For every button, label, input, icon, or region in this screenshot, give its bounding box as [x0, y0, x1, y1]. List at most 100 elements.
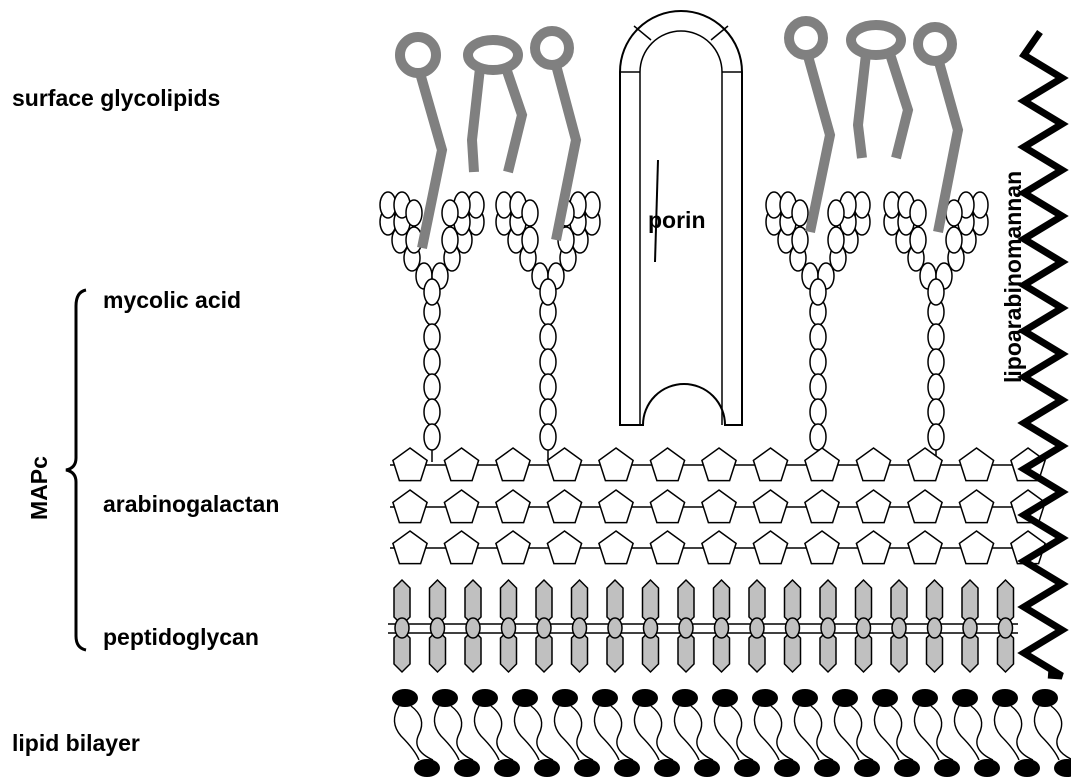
- lipid-head-inner: [854, 759, 880, 777]
- lipid-tail: [434, 706, 459, 760]
- lipid-bilayer-layer: [392, 689, 1071, 777]
- label-mapc: MAPc: [26, 456, 52, 520]
- arabinose-pentagon: [393, 531, 427, 564]
- lipid-head-inner: [774, 759, 800, 777]
- lipid-head-inner: [814, 759, 840, 777]
- peptidoglycan-node: [537, 618, 551, 638]
- lipid-head-outer: [912, 689, 938, 707]
- lipid-head-outer: [792, 689, 818, 707]
- peptidoglycan-node: [786, 618, 800, 638]
- arabinose-pentagon: [444, 490, 478, 523]
- arabinose-pentagon: [805, 448, 839, 481]
- lipid-tail: [794, 706, 819, 760]
- lipid-head-outer: [552, 689, 578, 707]
- arabinose-pentagon: [547, 490, 581, 523]
- arabinose-pentagon: [547, 448, 581, 481]
- mapc-brace: [66, 290, 86, 650]
- mycolic-stem-unit: [928, 374, 944, 400]
- arabinose-pentagon: [444, 448, 478, 481]
- mycolic-stem-unit: [424, 349, 440, 375]
- glycolipid-tail: [890, 54, 908, 158]
- lipid-head-outer: [712, 689, 738, 707]
- peptidoglycan-node: [502, 618, 516, 638]
- lipid-head-inner: [454, 759, 480, 777]
- mycolic-stem-unit: [810, 324, 826, 350]
- lipid-head-inner: [974, 759, 1000, 777]
- mycolic-branch-unit: [828, 227, 844, 253]
- lipid-head-inner: [1014, 759, 1040, 777]
- arabinose-pentagon: [496, 490, 530, 523]
- arabinose-pentagon: [959, 490, 993, 523]
- arabinose-pentagon: [650, 448, 684, 481]
- lipid-head-inner: [734, 759, 760, 777]
- arabinose-pentagon: [650, 531, 684, 564]
- mycolic-stem-unit: [540, 349, 556, 375]
- label-surface-glycolipids: surface glycolipids: [12, 85, 220, 111]
- lipid-tail: [874, 706, 899, 760]
- arabinose-pentagon: [599, 490, 633, 523]
- arabinose-pentagon: [805, 531, 839, 564]
- arabinose-pentagon: [908, 448, 942, 481]
- mycolic-stem-unit: [424, 324, 440, 350]
- mycolic-stem-unit: [540, 324, 556, 350]
- label-porin: porin: [648, 207, 706, 233]
- arabinose-pentagon: [496, 531, 530, 564]
- peptidoglycan-node: [431, 618, 445, 638]
- lipid-head-outer: [392, 689, 418, 707]
- mycolic-branch-unit: [424, 279, 440, 305]
- arabinose-pentagon: [856, 490, 890, 523]
- lipid-head-inner: [574, 759, 600, 777]
- mycolic-branch-unit: [910, 227, 926, 253]
- mycolic-stem-unit: [928, 399, 944, 425]
- mycolic-branch-unit: [522, 227, 538, 253]
- mycolic-stem-unit: [424, 424, 440, 450]
- arabinose-pentagon: [702, 448, 736, 481]
- arabinose-pentagon: [805, 490, 839, 523]
- lipid-tail: [914, 706, 939, 760]
- arabinose-pentagon: [599, 448, 633, 481]
- mycolic-branch-unit: [406, 200, 422, 226]
- arabinose-pentagon: [959, 531, 993, 564]
- glycolipid-head: [400, 37, 436, 73]
- mycolic-branch-unit: [792, 200, 808, 226]
- arabinose-pentagon: [856, 448, 890, 481]
- mycolic-stem-unit: [424, 399, 440, 425]
- mycolic-stem-unit: [810, 374, 826, 400]
- mycolic-stem-unit: [540, 424, 556, 450]
- lipid-head-inner: [694, 759, 720, 777]
- label-lipid-bilayer: lipid bilayer: [12, 730, 140, 756]
- arabinose-pentagon: [702, 490, 736, 523]
- glycolipid-head: [535, 31, 569, 65]
- label-mycolic-acid: mycolic acid: [103, 287, 241, 313]
- lipid-tail: [394, 706, 419, 760]
- lipid-tail: [994, 706, 1019, 760]
- porin-channel: porin: [620, 11, 742, 425]
- lipid-head-inner: [414, 759, 440, 777]
- peptidoglycan-node: [679, 618, 693, 638]
- glycolipid-head: [918, 27, 952, 61]
- mycolic-stem-unit: [540, 374, 556, 400]
- mycolic-stem-unit: [928, 324, 944, 350]
- arabinose-pentagon: [599, 531, 633, 564]
- lipid-tail: [834, 706, 859, 760]
- lipid-head-outer: [992, 689, 1018, 707]
- glycolipid-tail: [472, 68, 480, 172]
- mycolic-stem-unit: [540, 399, 556, 425]
- peptidoglycan-node: [466, 618, 480, 638]
- glycolipid-tail: [808, 56, 830, 232]
- mycolic-branch-unit: [828, 200, 844, 226]
- mycolic-stem-unit: [928, 349, 944, 375]
- lipid-head-outer: [592, 689, 618, 707]
- lipid-head-inner: [614, 759, 640, 777]
- label-peptidoglycan: peptidoglycan: [103, 624, 259, 650]
- arabinogalactan-layer: [390, 448, 1045, 564]
- lipid-head-outer: [632, 689, 658, 707]
- lipid-head-inner: [654, 759, 680, 777]
- lipoarabinomannan-chain: [1024, 32, 1062, 676]
- peptidoglycan-node: [963, 618, 977, 638]
- lipid-head-inner: [934, 759, 960, 777]
- glycolipid-tail: [420, 73, 442, 248]
- arabinose-pentagon: [753, 448, 787, 481]
- mycolic-branch-unit: [522, 200, 538, 226]
